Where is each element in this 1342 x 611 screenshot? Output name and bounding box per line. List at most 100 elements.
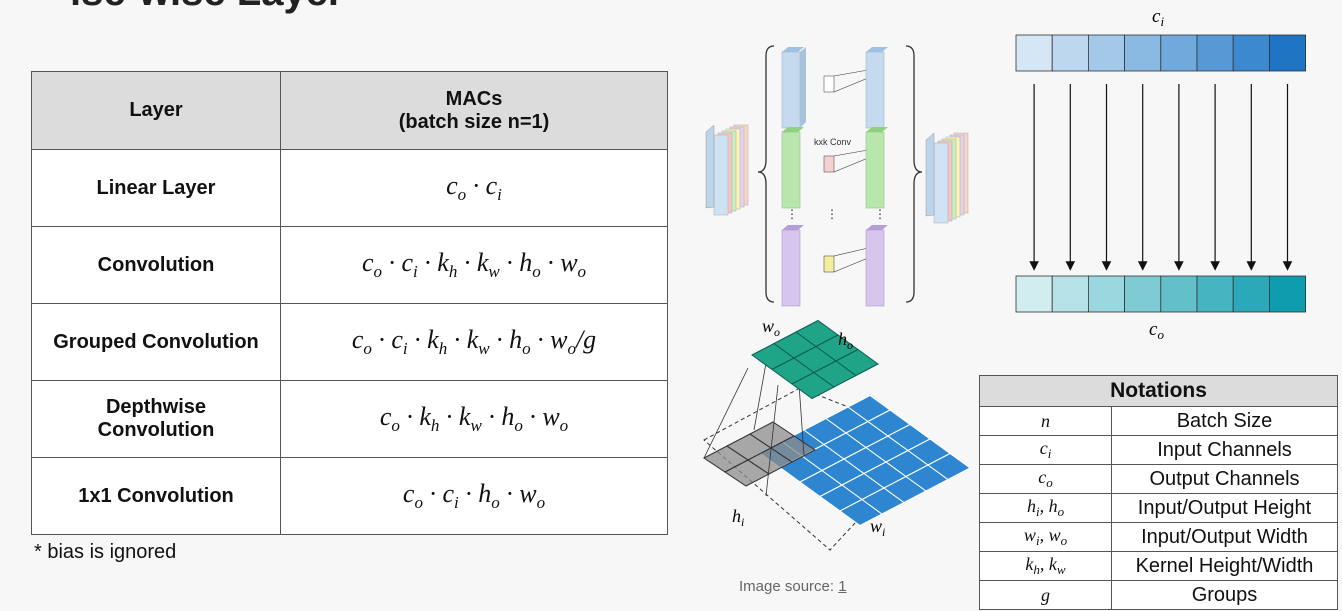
wi-label: wi (870, 516, 885, 539)
notation-symbol: wi, wo (979, 522, 1112, 552)
notation-desc: Input/Output Height (1111, 493, 1338, 523)
input-channel-cell (1232, 34, 1270, 72)
notation-symbol: kh, kw (979, 551, 1112, 581)
input-channel-cell (1124, 34, 1162, 72)
input-grid-cell (927, 452, 971, 481)
input-channel-cell (1268, 34, 1306, 72)
output-channel-cell (1160, 275, 1198, 313)
notation-desc: Batch Size (1111, 406, 1338, 436)
mac-formula: co · kh · kw · ho · wo (280, 380, 668, 458)
table-row: 1x1 Convolution co · ci · ho · wo (31, 457, 668, 535)
image-source-link[interactable]: 1 (838, 578, 847, 595)
layer-name-text: Linear Layer (96, 176, 216, 199)
group-n (781, 225, 888, 307)
notations-title: Notations (979, 375, 1338, 407)
layer-name-text: 1x1 Convolution (78, 484, 234, 507)
channel-arrows (1029, 84, 1293, 271)
ho-label: ho (838, 329, 853, 352)
macs-header-line1: MACs (445, 87, 503, 110)
notation-symbol: ci (979, 435, 1112, 465)
grouped-conv-diagram: kxk Conv ⋮ ⋮ ⋮ (705, 45, 969, 307)
notation-symbol: g (979, 580, 1112, 610)
notation-desc: Input Channels (1111, 435, 1338, 465)
input-channel-bar (1015, 34, 1306, 72)
table-row: Linear Layer co · ci (31, 149, 668, 227)
output-channel-cell (1232, 275, 1270, 313)
ci-label: ci (1152, 6, 1164, 29)
output-channel-bar (1015, 275, 1306, 313)
table-row: Convolution co · ci · kh · kw · ho · wo (31, 226, 668, 304)
layer-column-header: Layer (31, 71, 281, 150)
conv-label: kxk Conv (814, 137, 852, 147)
wo-label: wo (762, 316, 780, 339)
input-grid-dashed-frame (703, 387, 933, 551)
mac-formula: co · ci (280, 149, 668, 227)
notation-symbol: co (979, 464, 1112, 494)
output-feature-stack (925, 132, 969, 224)
ellipsis-2: ⋮ (826, 207, 838, 221)
notations-header-row: Notations (979, 375, 1338, 407)
channel-mixing-diagram: ci co (1015, 6, 1306, 342)
left-brace (757, 45, 775, 303)
image-source-label: Image source: (739, 578, 839, 595)
table-header-row: Layer MACs (batch size n=1) (31, 71, 668, 150)
output-channel-cell (1124, 275, 1162, 313)
co-label: co (1149, 319, 1164, 342)
group-1 (781, 47, 888, 129)
conv-grid-diagram: wo ho hi wi (703, 316, 971, 551)
kernel-overlay (703, 421, 816, 487)
hi-label: hi (732, 506, 744, 529)
layer-name: Linear Layer (31, 149, 281, 227)
notation-symbol: n (979, 406, 1112, 436)
ellipsis-3: ⋮ (874, 207, 886, 221)
layer-name: 1x1 Convolution (31, 457, 281, 535)
input-channel-cell (1015, 34, 1053, 72)
footnote: * bias is ignored (34, 541, 177, 563)
layer-name: Convolution (31, 226, 281, 304)
macs-column-header: MACs (batch size n=1) (280, 71, 668, 150)
output-channel-cell (1051, 275, 1089, 313)
notation-desc: Output Channels (1111, 464, 1338, 494)
layer-name-text: Grouped Convolution (53, 330, 259, 353)
notation-desc: Groups (1111, 580, 1338, 610)
mac-formula: co · ci · kh · kw · ho · wo (280, 226, 668, 304)
layer-name-text-line2: Convolution (97, 419, 215, 441)
macs-header-line2: (batch size n=1) (398, 110, 550, 133)
slide-title: ise-wise Layer (70, 0, 344, 15)
input-channel-cell (1196, 34, 1234, 72)
output-channel-cell (1015, 275, 1053, 313)
kernel-cell (770, 435, 816, 463)
ellipsis-1: ⋮ (786, 207, 798, 221)
output-grid-cell (835, 348, 879, 377)
output-channel-cell (1268, 275, 1306, 313)
macs-table: Layer MACs (batch size n=1) Linear Layer… (31, 71, 668, 535)
mac-formula: co · ci · kh · kw · ho · wo/g (280, 303, 668, 381)
notation-symbol: hi, ho (979, 493, 1112, 523)
notation-desc: Kernel Height/Width (1111, 551, 1338, 581)
layer-name: Grouped Convolution (31, 303, 281, 381)
output-channel-cell (1088, 275, 1126, 313)
notation-desc: Input/Output Width (1111, 522, 1338, 552)
right-brace (905, 45, 923, 303)
input-channel-cell (1088, 34, 1126, 72)
input-channel-cell (1051, 34, 1089, 72)
image-source: Image source: 1 (739, 578, 847, 595)
table-row: Grouped Convolution co · ci · kh · kw · … (31, 303, 668, 381)
input-feature-stack (705, 124, 749, 216)
group-2 (781, 127, 888, 209)
output-channel-cell (1196, 275, 1234, 313)
input-channel-cell (1160, 34, 1198, 72)
layer-name-text: Depthwise (105, 396, 207, 418)
mac-formula: co · ci · ho · wo (280, 457, 668, 535)
output-grid (751, 319, 879, 400)
